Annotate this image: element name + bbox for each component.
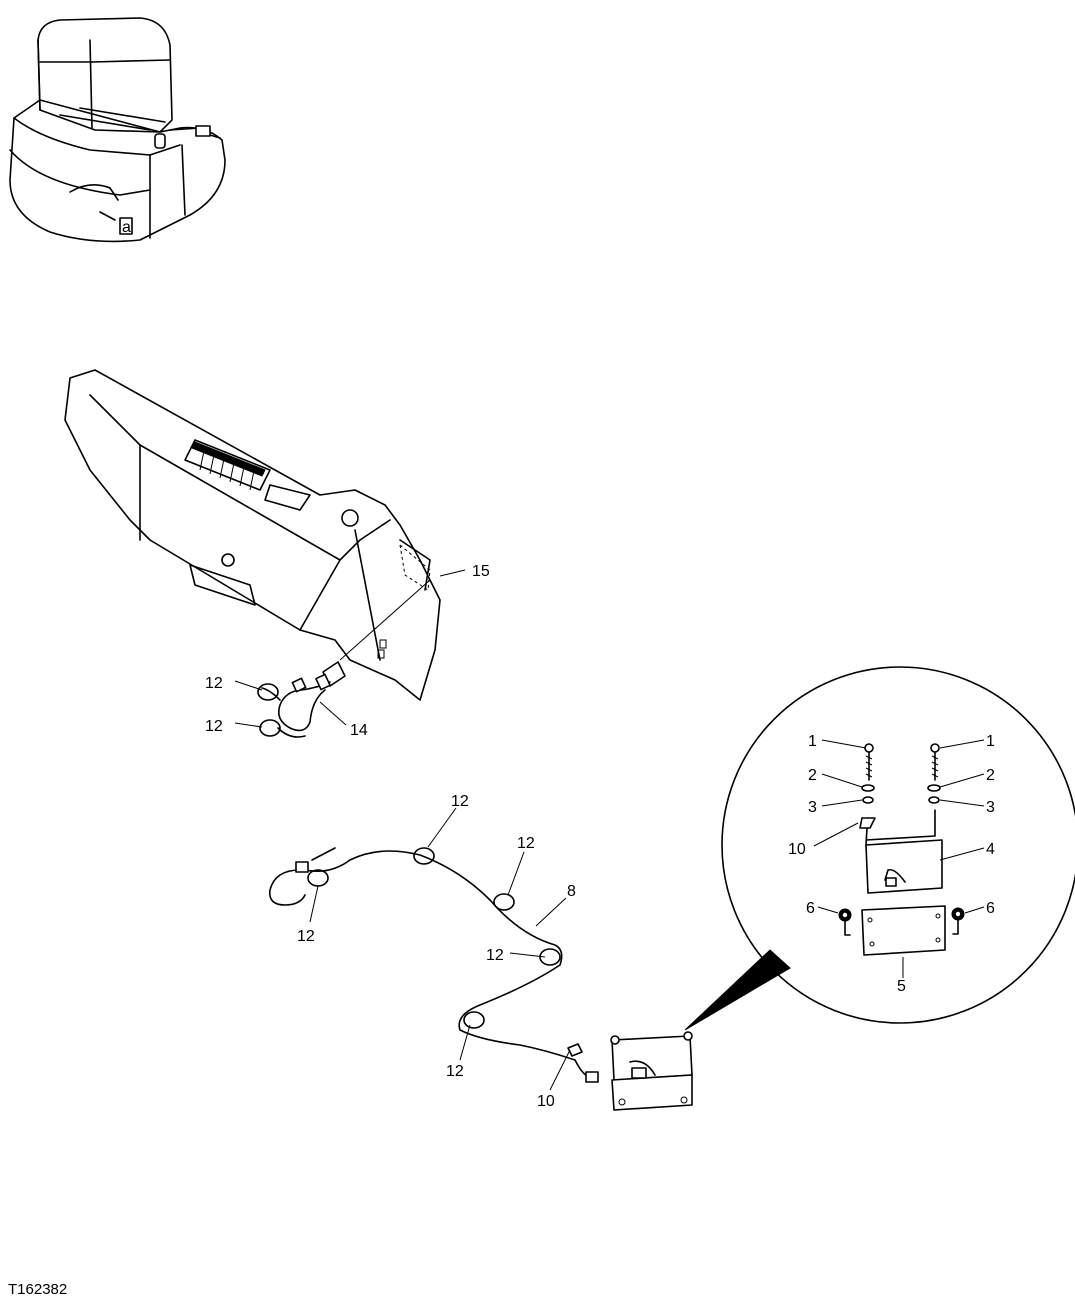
callout-2: 2 — [808, 767, 817, 784]
console-panel — [64, 369, 441, 701]
callout-10: 10 — [537, 1093, 555, 1110]
callout-12: 12 — [451, 793, 469, 810]
callout-labels: 15 14 12 12 12 12 8 12 12 12 10 1 1 2 2 … — [205, 563, 995, 1110]
callout-12: 12 — [517, 835, 535, 852]
callout-12: 12 — [486, 947, 504, 964]
callout-12: 12 — [205, 718, 223, 735]
callout-3: 3 — [808, 799, 817, 816]
machine-overview: a — [9, 17, 226, 243]
controller-box — [610, 949, 791, 1111]
leader-lines — [234, 569, 985, 1091]
callout-10: 10 — [788, 841, 806, 858]
document-id: T162382 — [8, 1281, 68, 1298]
callout-5: 5 — [897, 978, 906, 995]
callout-12: 12 — [297, 928, 315, 945]
callout-14: 14 — [350, 722, 368, 739]
harness-8 — [268, 847, 599, 1083]
vent-grille — [191, 441, 266, 491]
callout-6: 6 — [986, 900, 995, 917]
callout-12: 12 — [446, 1063, 464, 1080]
callout-3: 3 — [986, 799, 995, 816]
callout-15: 15 — [472, 563, 490, 580]
callout-2: 2 — [986, 767, 995, 784]
callout-1: 1 — [808, 733, 817, 750]
detail-inset — [721, 666, 1075, 1024]
harness-14 — [257, 673, 331, 738]
callout-8: 8 — [567, 883, 576, 900]
callout-1: 1 — [986, 733, 995, 750]
callout-6: 6 — [806, 900, 815, 917]
inset-letter: a — [122, 219, 131, 236]
callout-4: 4 — [986, 841, 995, 858]
callout-12: 12 — [205, 675, 223, 692]
